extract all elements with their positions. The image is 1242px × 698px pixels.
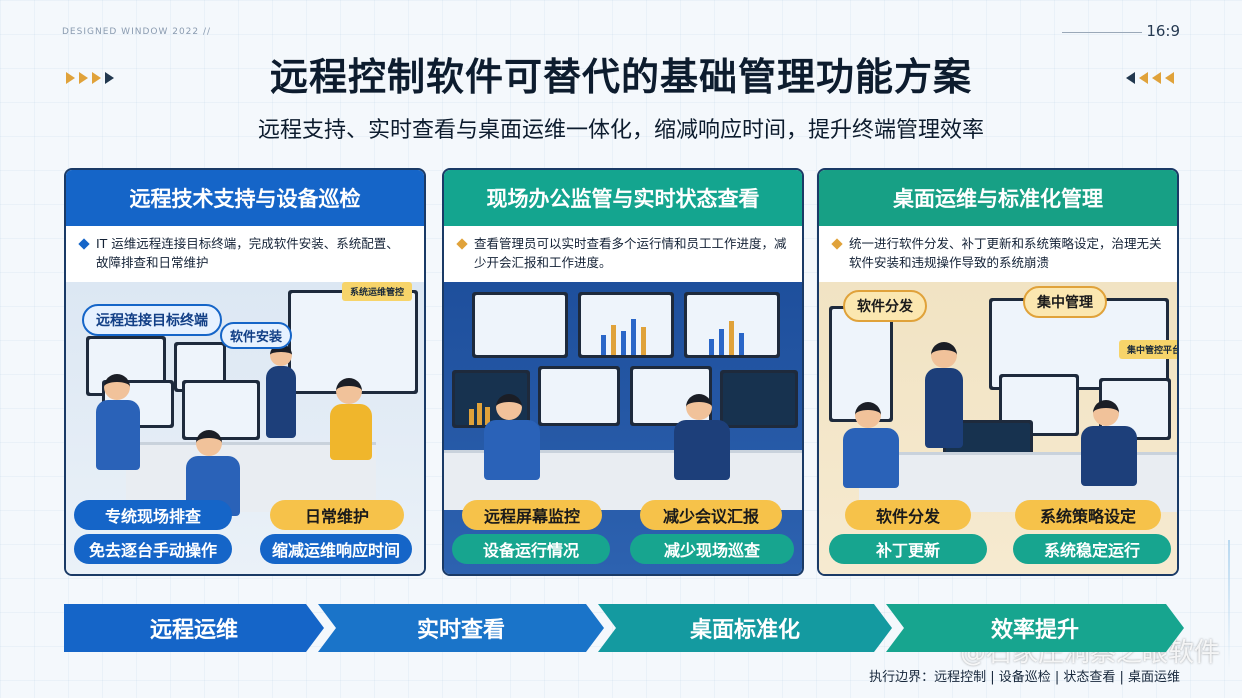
panel-description: 统一进行软件分发、补丁更新和系统策略设定，治理无关软件安装和违规操作导致的系统崩… — [819, 226, 1177, 282]
left-arrows-decoration — [66, 72, 114, 84]
illustration-office-monitoring: 远程屏幕监控 减少会议汇报 设备运行情况 减少现场巡查 — [444, 282, 802, 574]
pill-daily-maintenance: 日常维护 — [270, 500, 404, 530]
panel-description: IT 运维远程连接目标终端，完成软件安装、系统配置、故障排查和日常维护 — [66, 226, 424, 282]
footer-scope: 执行边界：远程控制 | 设备巡检 | 状态查看 | 桌面运维 — [869, 670, 1180, 685]
monitor — [720, 370, 798, 428]
page-subtitle: 远程支持、实时查看与桌面运维一体化，缩减响应时间，提升终端管理效率 — [257, 118, 984, 143]
panel-title: 远程技术支持与设备巡检 — [66, 170, 424, 226]
monitor — [684, 292, 780, 358]
wall-panel — [829, 306, 893, 422]
aspect-ratio-label: 16:9 — [1146, 22, 1180, 40]
callout-software-install: 软件安装 — [220, 322, 293, 349]
flow-step: 桌面标准化 — [598, 604, 892, 652]
monitor — [538, 366, 620, 426]
callout-central-management: 集中管理 — [1023, 286, 1107, 318]
pill-system-policy: 系统策略设定 — [1015, 500, 1161, 530]
monitor — [578, 292, 674, 358]
pill-device-status: 设备运行情况 — [452, 534, 610, 564]
process-flow: 远程运维 实时查看 桌面标准化 效率提升 — [64, 604, 1184, 652]
panel-remote-support: 远程技术支持与设备巡检 IT 运维远程连接目标终端，完成软件安装、系统配置、故障… — [64, 168, 426, 576]
system-tag: 系统运维管控 — [342, 282, 413, 301]
panel-description-text: 统一进行软件分发、补丁更新和系统策略设定，治理无关软件安装和违规操作导致的系统崩… — [849, 236, 1162, 270]
pill-no-manual-ops: 免去逐台手动操作 — [74, 534, 232, 564]
monitor — [472, 292, 568, 358]
panel-title: 桌面运维与标准化管理 — [819, 170, 1177, 226]
illustration-remote-support: 系统运维管控 远程连接目标终端 软件安装 专统现场排查 日常维护 免去逐台手动操… — [66, 282, 424, 574]
pill-onsite-check: 专统现场排查 — [74, 500, 232, 530]
top-tag: DESIGNED WINDOW 2022 // — [62, 27, 212, 37]
page-title: 远程控制软件可替代的基础管理功能方案 — [269, 55, 972, 99]
panel-office-monitoring: 现场办公监管与实时状态查看 查看管理员可以实时查看多个运行情和员工工作进度，减少… — [442, 168, 804, 576]
pill-fewer-meetings: 减少会议汇报 — [640, 500, 782, 530]
pill-reduce-response-time: 缩减运维响应时间 — [260, 534, 412, 564]
platform-tag: 集中管控平台 — [1119, 340, 1177, 359]
bullet-icon — [456, 238, 468, 250]
panel-title: 现场办公监管与实时状态查看 — [444, 170, 802, 226]
pill-system-stable: 系统稳定运行 — [1013, 534, 1171, 564]
ratio-divider — [1062, 32, 1142, 33]
decorative-line — [1228, 540, 1230, 670]
panel-description-text: 查看管理员可以实时查看多个运行情和员工工作进度，减少开会汇报和工作进度。 — [474, 236, 787, 270]
flow-step-label: 效率提升 — [990, 618, 1079, 643]
pill-software-distribution: 软件分发 — [845, 500, 971, 530]
flow-step: 实时查看 — [318, 604, 604, 652]
pill-fewer-onsite-patrols: 减少现场巡查 — [630, 534, 794, 564]
pill-screen-monitoring: 远程屏幕监控 — [462, 500, 602, 530]
right-arrows-decoration — [1126, 72, 1174, 84]
bullet-icon — [78, 238, 90, 250]
flow-step: 远程运维 — [64, 604, 324, 652]
panel-desktop-ops: 桌面运维与标准化管理 统一进行软件分发、补丁更新和系统策略设定，治理无关软件安装… — [817, 168, 1179, 576]
monitor — [999, 374, 1079, 436]
flow-step-label: 实时查看 — [416, 618, 505, 643]
bullet-icon — [831, 238, 843, 250]
callout-remote-connect: 远程连接目标终端 — [82, 304, 222, 336]
flow-step-label: 桌面标准化 — [689, 618, 800, 643]
pill-patch-update: 补丁更新 — [829, 534, 987, 564]
callout-software-distribution: 软件分发 — [843, 290, 927, 322]
illustration-desktop-ops: 集中管控平台 软件分发 集中管理 软件分发 系统策略设定 补丁更新 系统稳定运行 — [819, 282, 1177, 574]
flow-step: 效率提升 — [886, 604, 1184, 652]
panel-description-text: IT 运维远程连接目标终端，完成软件安装、系统配置、故障排查和日常维护 — [96, 236, 399, 270]
flow-step-label: 远程运维 — [149, 618, 238, 643]
panel-description: 查看管理员可以实时查看多个运行情和员工工作进度，减少开会汇报和工作进度。 — [444, 226, 802, 282]
monitor — [182, 380, 260, 440]
wall-monitor — [288, 290, 418, 394]
